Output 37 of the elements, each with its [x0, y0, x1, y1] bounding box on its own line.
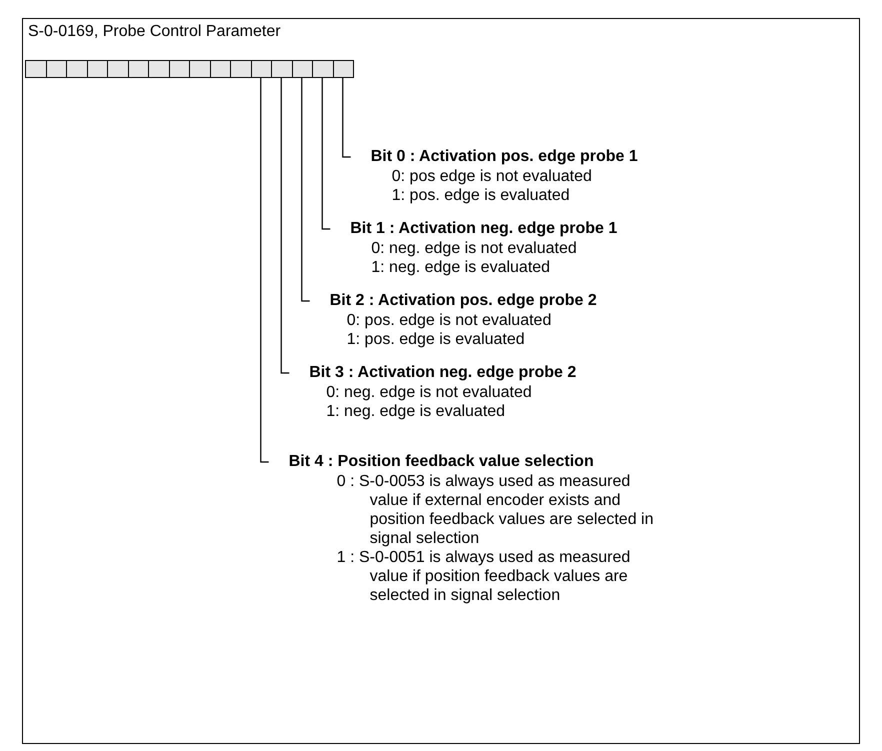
- bit-value-description: 0: pos. edge is not evaluated: [346, 311, 552, 330]
- bit-value-description: 1: neg. edge is evaluated: [371, 258, 552, 277]
- bit-cell: [25, 60, 46, 78]
- bit-value-description: 0: neg. edge is not evaluated: [326, 383, 533, 402]
- connector-line: [301, 78, 310, 302]
- bit-cell: [46, 60, 67, 78]
- bit-cell: [148, 60, 170, 78]
- bit-cell: [66, 60, 88, 78]
- bit-heading: Bit 2 : Activation pos. edge probe 2: [330, 291, 598, 311]
- bit-value-description: 1: pos. edge is evaluated: [346, 330, 526, 349]
- bit-cell: [292, 60, 313, 78]
- connector-line: [322, 78, 330, 230]
- diagram-title: S-0-0169, Probe Control Parameter: [28, 22, 281, 42]
- bit-value-description: 0: neg. edge is not evaluated: [371, 239, 578, 258]
- bit-heading: Bit 4 : Position feedback value selection: [288, 452, 595, 472]
- bit-cell: [332, 60, 354, 78]
- bit-cell: [312, 60, 334, 78]
- connector-line: [260, 78, 269, 463]
- bit-heading: Bit 3 : Activation neg. edge probe 2: [309, 363, 578, 383]
- bit-heading: Bit 1 : Activation neg. edge probe 1: [350, 219, 618, 239]
- bit-value-description: 1: neg. edge is evaluated: [326, 402, 506, 421]
- bit-value-description: 0 : S-0-0053 is always used as measured value if external encoder exists and position feedback values are selected in signal selection: [336, 472, 654, 548]
- bit-cell: [250, 60, 272, 78]
- bit-cell: [271, 60, 292, 78]
- bit-cell: [210, 60, 231, 78]
- bit-value-description: 0: pos edge is not evaluated: [392, 167, 593, 186]
- connector-line: [342, 78, 351, 158]
- bit-cell: [189, 60, 210, 78]
- connector-line: [280, 78, 290, 374]
- bit-heading: Bit 0 : Activation pos. edge probe 1: [370, 147, 639, 167]
- bit-cell: [86, 60, 108, 78]
- bit-cell: [230, 60, 252, 78]
- bit-cell: [168, 60, 190, 78]
- bit-value-description: 1 : S-0-0051 is always used as measured value if position feedback values are selected in signal selection: [336, 548, 632, 605]
- bit-cell: [107, 60, 128, 78]
- bit-value-description: 1: pos. edge is evaluated: [392, 186, 571, 205]
- bit-cell: [128, 60, 149, 78]
